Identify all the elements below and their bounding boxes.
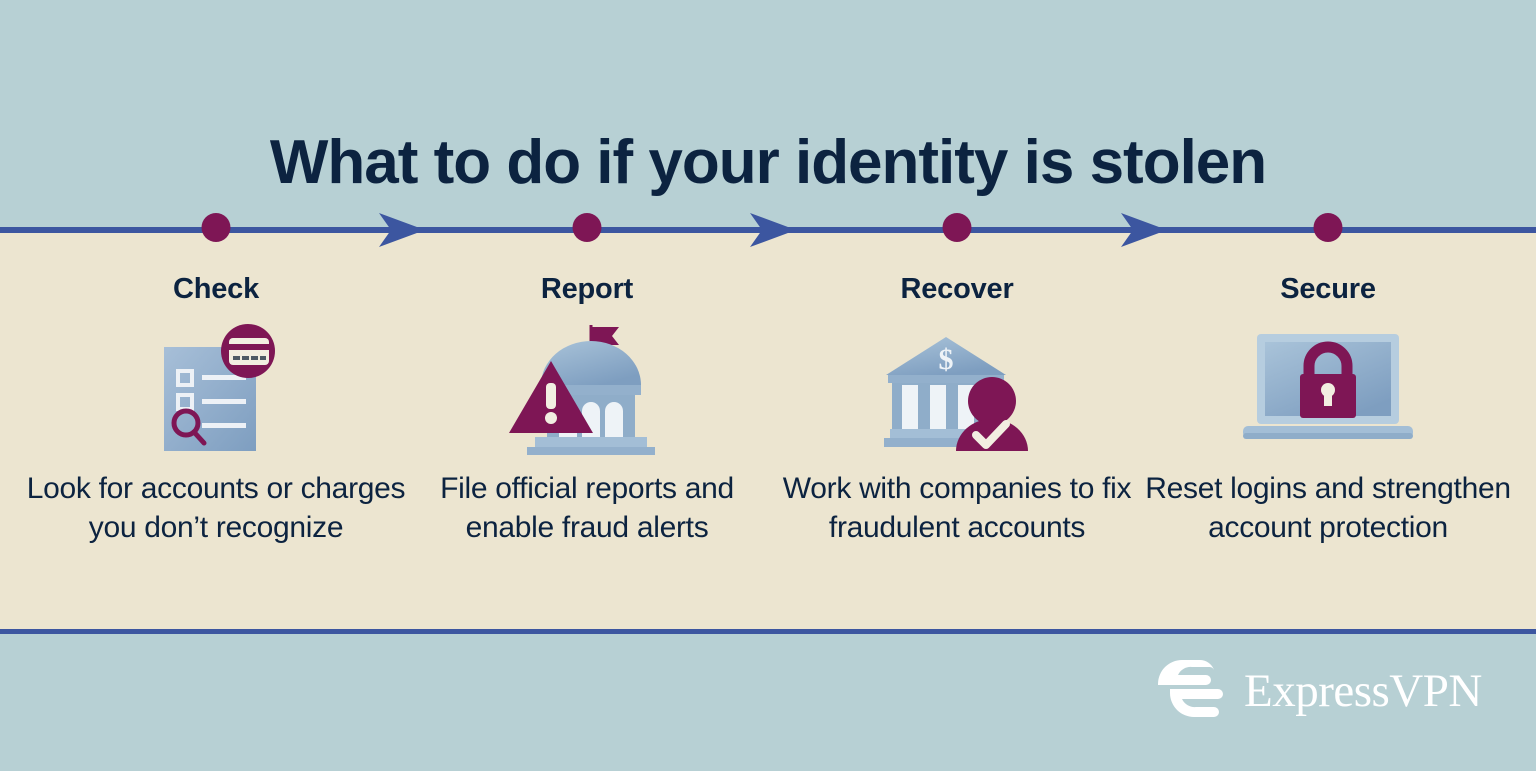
step-label-check: Check	[172, 273, 260, 305]
timeline-arrow-2	[744, 211, 800, 249]
document-search-card-icon	[24, 321, 408, 456]
step-label-recover: Recover	[900, 273, 1014, 305]
expressvpn-e-mark-icon	[1156, 658, 1228, 725]
government-building-warning-icon	[395, 321, 779, 456]
step-column-check: Check	[24, 233, 408, 630]
timeline-dot-2	[572, 213, 602, 242]
timeline-dot-3	[942, 213, 972, 242]
step-caption-check: Look for accounts or charges you don’t r…	[26, 472, 406, 544]
timeline-dot-1	[201, 213, 231, 242]
step-label-secure: Secure	[1280, 273, 1376, 305]
bank-verified-person-icon: $	[765, 321, 1149, 456]
step-column-report: Report	[395, 233, 779, 630]
laptop-padlock-icon	[1136, 321, 1520, 456]
timeline	[0, 213, 1536, 247]
step-column-recover: Recover $	[765, 233, 1149, 630]
timeline-arrow-3	[1115, 211, 1171, 249]
svg-text:$: $	[939, 343, 954, 376]
timeline-arrow-1	[373, 211, 429, 249]
step-label-report: Report	[540, 273, 634, 305]
expressvpn-wordmark: ExpressVPN	[1244, 664, 1482, 717]
timeline-dot-4	[1313, 213, 1343, 242]
step-column-secure: Secure	[1136, 233, 1520, 630]
page-title: What to do if your identity is stolen	[269, 127, 1267, 197]
step-caption-recover: Work with companies to fix fraudulent ac…	[782, 472, 1132, 544]
step-caption-secure: Reset logins and strengthen account prot…	[1145, 472, 1511, 544]
step-caption-report: File official reports and enable fraud a…	[440, 472, 734, 544]
divider-rule-bottom	[0, 629, 1536, 634]
expressvpn-logo: ExpressVPN	[1156, 658, 1482, 725]
